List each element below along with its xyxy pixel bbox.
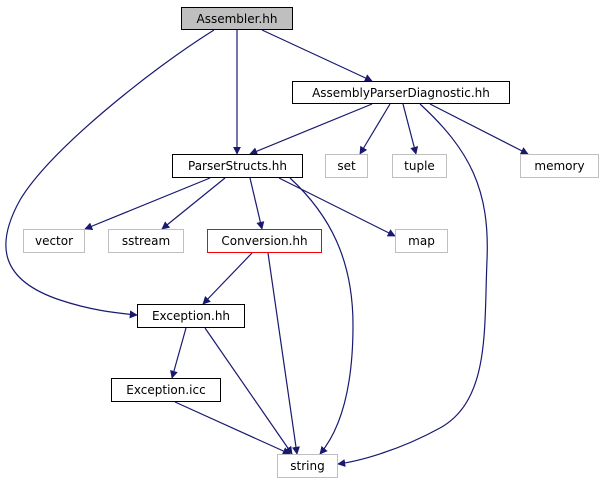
edge-assembly-parser-diagnostic-hh-to-memory [429,103,529,155]
node-conversion-hh[interactable]: Conversion.hh [207,229,322,253]
edge-conversion-hh-to-exception-hh [202,252,253,305]
edge-parser-structs-hh-to-string [289,177,354,455]
edge-assembler-hh-to-assembly-parser-diagnostic-hh [261,29,373,82]
node-vector: vector [23,229,85,253]
node-map: map [395,229,448,253]
edge-exception-hh-to-string [204,327,293,455]
edge-exception-hh-to-exception-icc [170,327,187,379]
node-memory: memory [520,154,599,178]
edge-parser-structs-hh-to-map [278,177,396,237]
edge-conversion-hh-to-string [267,252,300,455]
node-tuple: tuple [392,154,447,178]
node-set: set [325,154,368,178]
node-exception-hh[interactable]: Exception.hh [137,304,245,328]
node-assembly-parser-diagnostic-hh[interactable]: AssemblyParserDiagnostic.hh [292,81,510,104]
edge-parser-structs-hh-to-conversion-hh [249,177,265,230]
node-assembler-hh[interactable]: Assembler.hh [181,7,293,30]
edge-assembly-parser-diagnostic-hh-to-parser-structs-hh [249,103,373,155]
edge-parser-structs-hh-to-vector [84,177,211,230]
edge-assembly-parser-diagnostic-hh-to-string [337,103,488,467]
edge-assembler-hh-to-exception-hh [5,29,215,319]
edge-parser-structs-hh-to-sstream [161,177,226,230]
edge-assembly-parser-diagnostic-hh-to-set [359,103,391,155]
edge-exception-icc-to-string [174,401,291,455]
edge-assembly-parser-diagnostic-hh-to-tuple [402,103,419,155]
node-string: string [277,454,338,478]
node-sstream: sstream [108,229,184,253]
node-exception-icc[interactable]: Exception.icc [111,378,221,402]
node-parser-structs-hh[interactable]: ParserStructs.hh [172,154,303,178]
